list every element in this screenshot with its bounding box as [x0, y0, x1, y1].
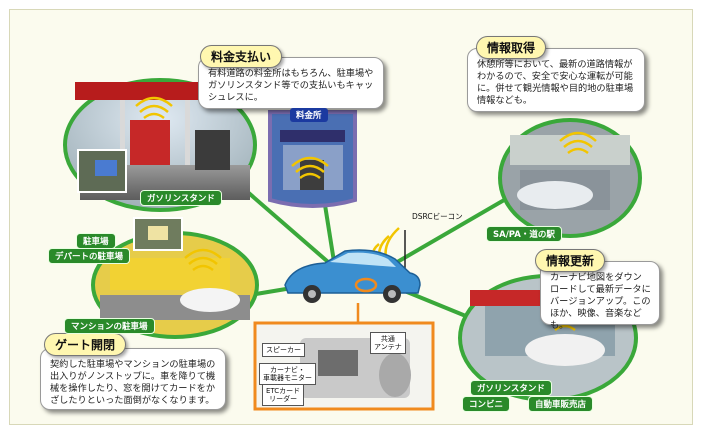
label-gas-station-2: ガソリンスタンド [470, 380, 552, 396]
label-car-dealer: 自動車販売店 [528, 396, 594, 412]
gate-bubble: 契約した駐車場やマンションの駐車場の出入りがノンストップに。車を降りて機械を操作… [40, 348, 226, 410]
gate-title: ゲート開閉 [44, 333, 127, 356]
tag-etc-reader: ETCカード リーダー [262, 384, 305, 406]
label-mansion-parking: マンションの駐車場 [64, 318, 155, 334]
info-body: 休憩所等において、最新の道路情報がわかるので、安全で安心な運転が可能に。併せて観… [477, 59, 634, 106]
payment-title: 料金支払い [200, 45, 283, 68]
label-convenience: コンビニ [462, 396, 511, 412]
gate-body: 契約した駐車場やマンションの駐車場の出入りがノンストップに。車を降りて機械を操作… [50, 359, 216, 406]
tag-carnavi: カーナビ・ 車載器モニター [259, 363, 316, 385]
update-title: 情報更新 [535, 249, 606, 272]
update-bubble: カーナビ地図をダウンロードして最新データにバージョンアップ。このほか、映像、音楽… [540, 261, 660, 331]
update-body: カーナビ地図をダウンロードして最新データにバージョンアップ。このほか、映像、音楽… [550, 272, 651, 331]
parking-photo [91, 231, 259, 339]
label-gas-station: ガソリンスタンド [140, 190, 222, 206]
label-toll-gate: 料金所 [290, 108, 328, 122]
label-dsrc-beacon: DSRCビーコン [412, 212, 463, 221]
label-parking: 駐車場 [76, 233, 116, 249]
car-illustration [284, 249, 421, 303]
payment-body: 有料道路の料金所はもちろん、駐車場やガソリンスタンド等での支払いもキャッシュレス… [208, 68, 374, 103]
tag-speaker: スピーカー [262, 343, 305, 357]
label-dept-parking: デパートの駐車場 [48, 248, 131, 264]
sa-pa-photo [498, 118, 642, 238]
parking-inset-photo [133, 217, 183, 251]
info-title: 情報取得 [476, 36, 547, 59]
label-sa-pa: SA/PA・道の駅 [486, 226, 562, 242]
gas-station-inset-photo [77, 149, 127, 193]
tag-antenna: 共通 アンテナ [370, 332, 406, 354]
